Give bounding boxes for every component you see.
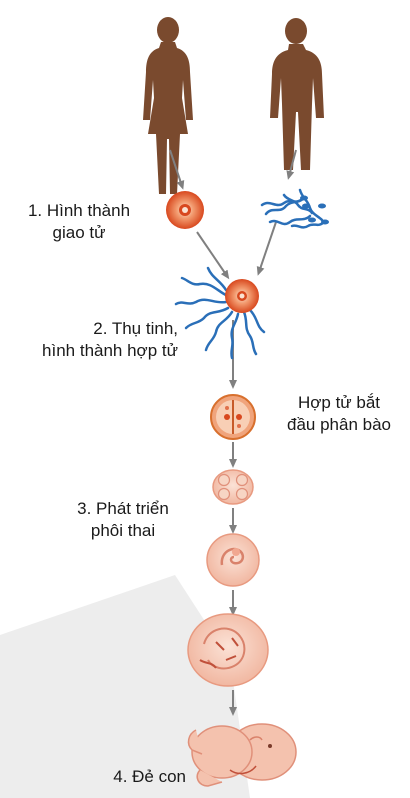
label-fert-line1: 2. Thụ tinh, bbox=[0, 318, 178, 340]
egg-cell bbox=[166, 191, 204, 229]
male-silhouette bbox=[270, 18, 324, 170]
label-zygote-line2: đầu phân bào bbox=[268, 414, 410, 436]
label-birth-line1: 4. Đẻ con bbox=[76, 766, 186, 788]
early-embryo bbox=[207, 534, 259, 586]
label-gamete-line1: 1. Hình thành bbox=[0, 200, 158, 222]
label-embryo-line1: 3. Phát triển bbox=[58, 498, 188, 520]
label-gamete-line2: giao tử bbox=[0, 222, 158, 244]
label-birth: 4. Đẻ con bbox=[76, 766, 186, 788]
four-cell-embryo bbox=[213, 470, 253, 504]
fetus bbox=[188, 614, 268, 686]
fertilized-egg bbox=[225, 279, 259, 313]
label-embryo-line2: phôi thai bbox=[58, 520, 188, 542]
label-fertilization: 2. Thụ tinh, hình thành hợp tử bbox=[0, 318, 178, 362]
label-embryo-development: 3. Phát triển phôi thai bbox=[58, 498, 188, 542]
label-zygote-division: Hợp tử bắt đầu phân bào bbox=[268, 392, 410, 436]
female-silhouette bbox=[143, 17, 193, 194]
label-zygote-line1: Hợp tử bắt bbox=[268, 392, 410, 414]
label-gamete-formation: 1. Hình thành giao tử bbox=[0, 200, 158, 244]
label-fert-line2: hình thành hợp tử bbox=[0, 340, 178, 362]
zygote-dividing bbox=[211, 395, 255, 439]
